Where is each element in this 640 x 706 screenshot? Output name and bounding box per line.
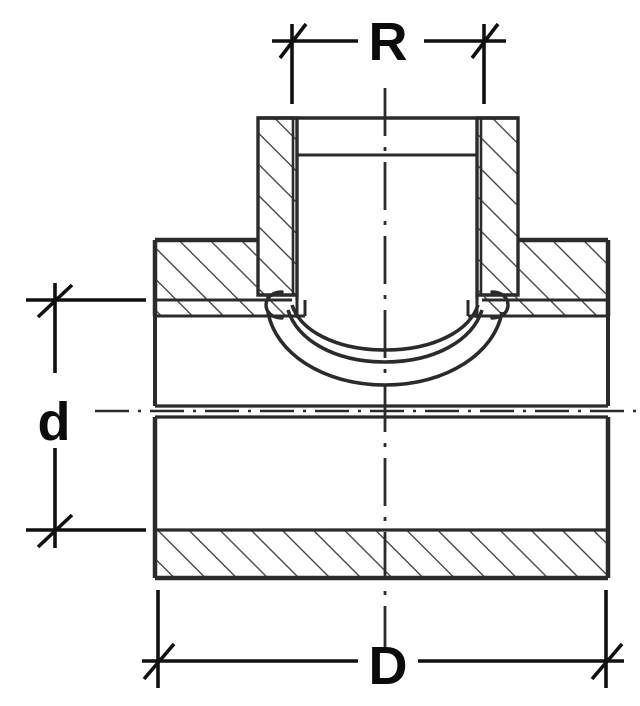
branch-neck-left-wall [256, 116, 299, 297]
saddle-bore-curve-mid [286, 309, 484, 364]
dimension-d-tick-top [36, 283, 74, 319]
dimension-D-label: D [369, 636, 408, 696]
branch-neck-right-wall [475, 116, 520, 297]
dimension-d-label: d [38, 392, 71, 452]
branch-inner-cavity [295, 300, 479, 318]
saddle-fillet-left [264, 290, 284, 320]
dimension-d: d [26, 283, 146, 549]
dimension-D-tick-right [590, 642, 624, 681]
dimension-d-tick-bottom [36, 513, 74, 549]
branch-bore-walls [295, 295, 479, 316]
run-body-lower-outline [152, 415, 611, 581]
dimension-R-tick-right [470, 22, 500, 60]
run-body-upper-outline [153, 316, 610, 408]
dimension-D: D [142, 590, 624, 696]
run-body-top-rail [152, 237, 611, 316]
shoulder-underside-lines [155, 298, 608, 318]
dimension-R: R [272, 12, 506, 104]
dimension-R-tick-left [278, 22, 308, 60]
dimension-R-label: R [369, 12, 408, 72]
branch-socket-step-lines [291, 116, 483, 295]
dimension-D-tick-left [142, 642, 176, 681]
run-shoulder-left [155, 240, 300, 316]
drawing-body: R d [26, 12, 640, 696]
run-bottom-wall [155, 530, 608, 578]
